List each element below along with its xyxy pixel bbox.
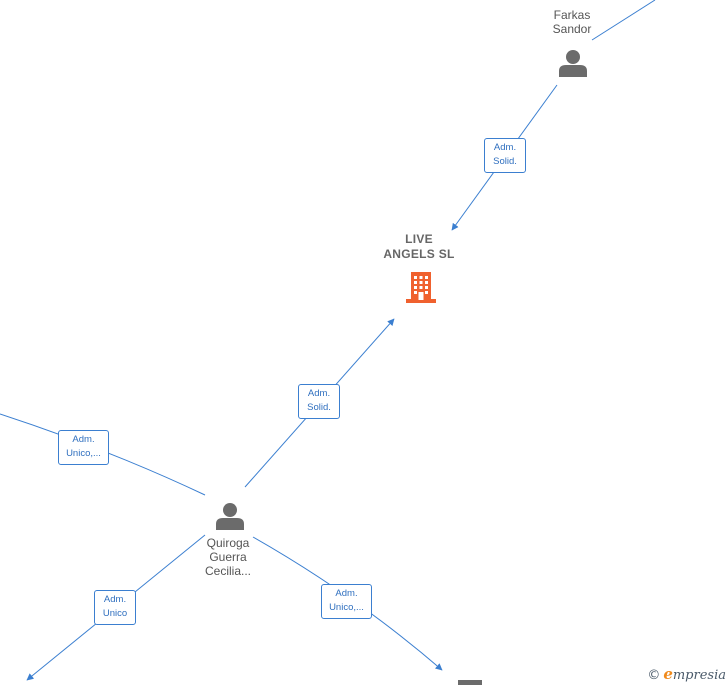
edge-label-line: Adm. (103, 594, 127, 605)
edge-label-left-quiroga[interactable]: Adm. Unico,... (58, 430, 109, 465)
edge-label-line: Unico,... (66, 448, 101, 459)
node-label-line: Quiroga (206, 536, 250, 550)
person-icon-partial[interactable] (458, 679, 482, 685)
edge-label-line: Unico (102, 608, 128, 619)
node-label-line: Farkas (553, 8, 591, 22)
edge-label-line: Solid. (307, 402, 331, 413)
edge-label-quiroga-bottom-right[interactable]: Adm. Unico,... (321, 584, 372, 619)
edge-label-line: Unico,... (329, 602, 364, 613)
node-label-line: Guerra (209, 550, 247, 564)
node-label-company: LIVE ANGELS SL (383, 232, 454, 262)
edge-label-line: Adm. (493, 142, 517, 153)
building-icon[interactable] (405, 270, 437, 304)
brand-initial: e (663, 665, 673, 683)
node-label-farkas: Farkas Sandor (553, 8, 592, 36)
node-label-quiroga: Quiroga Guerra Cecilia... (205, 536, 251, 578)
brand-watermark: ©empresia (647, 665, 726, 683)
person-icon[interactable] (215, 502, 245, 530)
edge-label-line: Solid. (493, 156, 517, 167)
copyright-symbol: © (647, 668, 661, 683)
edge-farkas-offscreen (591, 0, 656, 41)
person-icon[interactable] (558, 49, 588, 77)
edge-label-farkas-company[interactable]: Adm. Solid. (484, 138, 526, 173)
node-label-line: LIVE (405, 232, 433, 246)
edge-label-quiroga-bottom-left[interactable]: Adm. Unico (94, 590, 136, 625)
edge-label-line: Adm. (335, 588, 358, 599)
node-label-line: ANGELS SL (383, 247, 455, 261)
edge-label-line: Adm. (72, 434, 95, 445)
edge-label-line: Adm. (307, 388, 331, 399)
node-label-line: Sandor (552, 22, 592, 36)
node-label-line: Cecilia... (204, 564, 252, 578)
edge-label-quiroga-company[interactable]: Adm. Solid. (298, 384, 340, 419)
brand-name: mpresia (672, 668, 726, 683)
